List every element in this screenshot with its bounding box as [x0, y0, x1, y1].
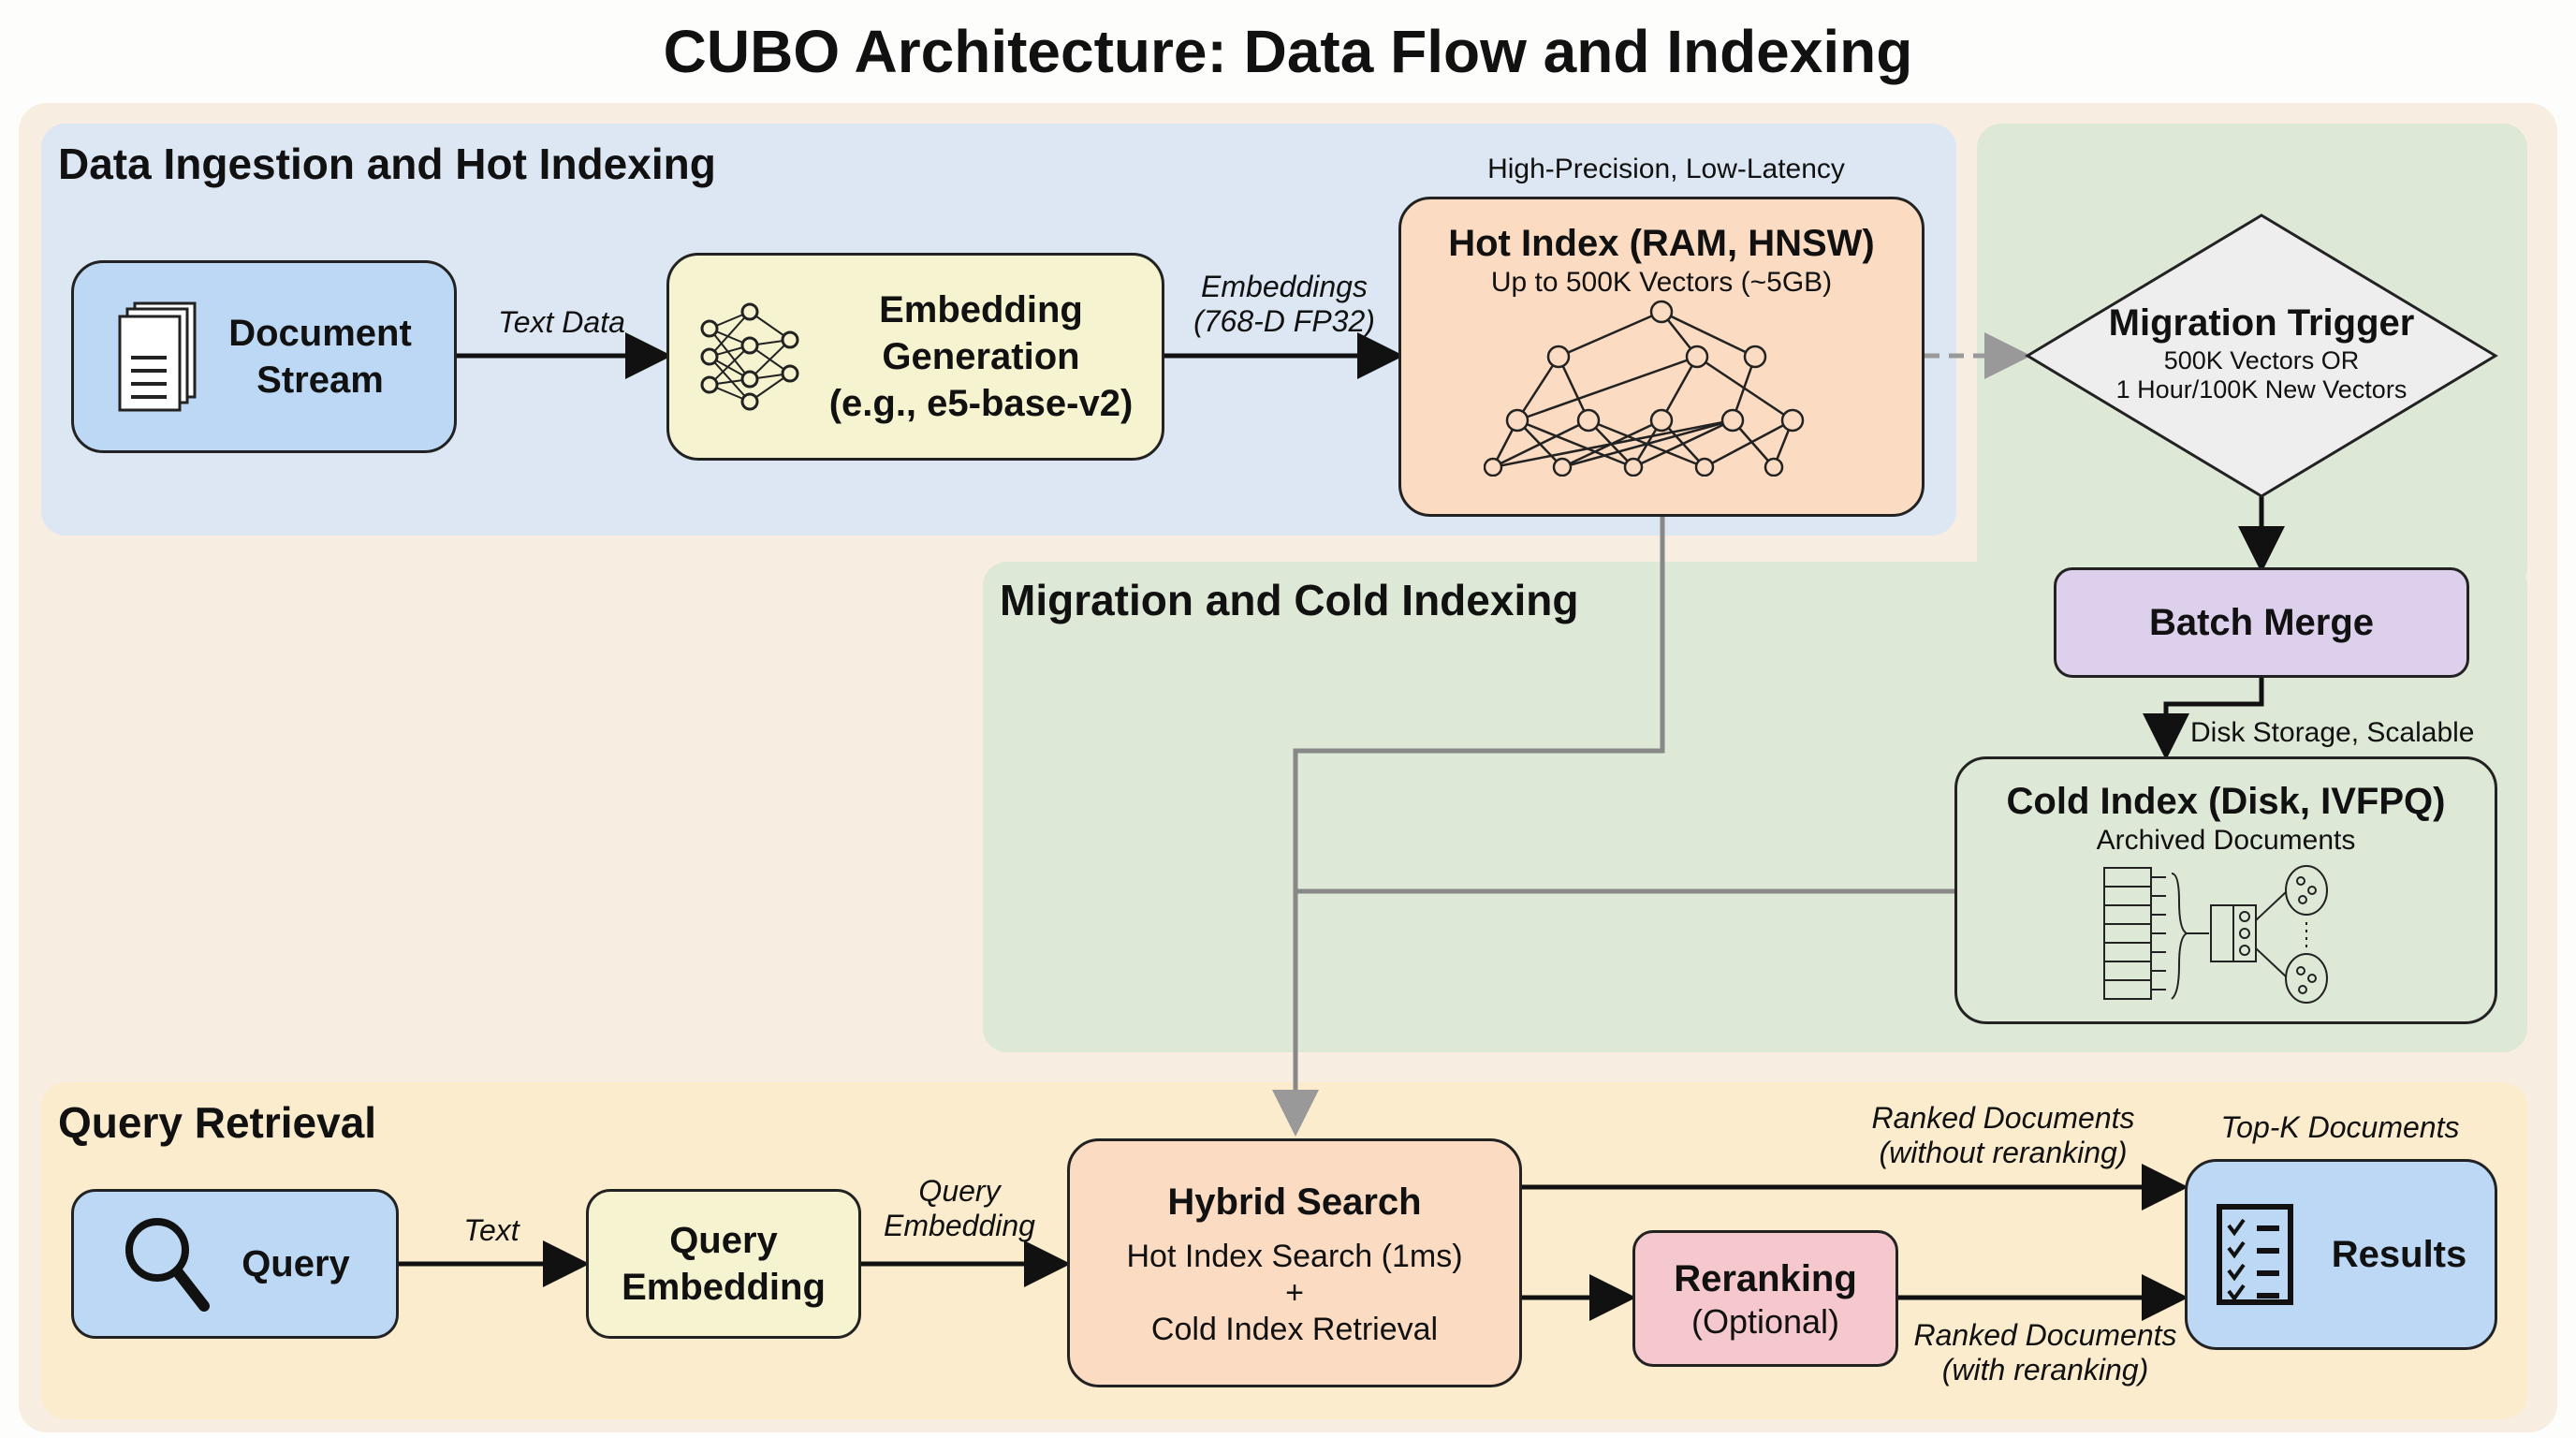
- edge-label-qe-line2: Embedding: [884, 1209, 1035, 1242]
- edge-label-text-data: Text Data: [498, 305, 625, 339]
- hot-index-subtitle: Up to 500K Vectors (~5GB): [1490, 267, 1833, 298]
- hnsw-graph-icon: [1484, 300, 1805, 477]
- magnifier-icon: [125, 1218, 211, 1312]
- edge-label-rw-line1: Ranked Documents: [1913, 1318, 2177, 1352]
- reranking-subtitle: (Optional): [1690, 1302, 1840, 1341]
- hybrid-search-title: Hybrid Search: [1167, 1181, 1422, 1223]
- node-query[interactable]: Query: [71, 1189, 399, 1339]
- edge-label-qe-line1: Query: [918, 1174, 1001, 1208]
- migration-trigger-line2: 1 Hour/100K New Vectors: [2115, 375, 2408, 404]
- node-document-stream[interactable]: Document Stream: [71, 260, 457, 453]
- node-results[interactable]: Results: [2185, 1159, 2497, 1350]
- query-embedding-label: Query Embedding: [622, 1217, 826, 1311]
- hot-index-note: High-Precision, Low-Latency: [1487, 154, 1845, 184]
- document-stream-label: Document Stream: [228, 313, 412, 401]
- diagram-title: CUBO Architecture: Data Flow and Indexin…: [663, 18, 1913, 85]
- neural-network-icon: [700, 302, 799, 411]
- batch-merge-label: Batch Merge: [2148, 602, 2375, 643]
- node-reranking[interactable]: Reranking (Optional): [1632, 1230, 1898, 1367]
- hybrid-search-line1: Hot Index Search (1ms): [1126, 1238, 1463, 1274]
- region-title-migration: Migration and Cold Indexing: [1000, 576, 1579, 624]
- node-hot-index[interactable]: Hot Index (RAM, HNSW) Up to 500K Vectors…: [1398, 197, 1925, 517]
- edge-label-query-embedding: Query Embedding: [861, 1174, 1058, 1243]
- edge-label-embeddings: Embeddings (768-D FP32): [1172, 270, 1397, 339]
- hot-index-title: Hot Index (RAM, HNSW): [1448, 223, 1875, 264]
- embedding-generation-line1: Embedding: [879, 289, 1083, 330]
- node-embedding-generation[interactable]: Embedding Generation (e.g., e5-base-v2): [666, 253, 1164, 461]
- query-embedding-line2: Embedding: [622, 1267, 826, 1308]
- hybrid-search-line2: Cold Index Retrieval: [1150, 1311, 1439, 1347]
- edge-label-rw-line2: (with reranking): [1941, 1353, 2149, 1387]
- embedding-generation-line2: Generation: [882, 336, 1080, 377]
- document-stack-icon: [118, 301, 197, 412]
- node-hybrid-search[interactable]: Hybrid Search Hot Index Search (1ms) + C…: [1067, 1138, 1522, 1387]
- edge-label-ranked-without: Ranked Documents (without reranking): [1816, 1101, 2190, 1170]
- node-migration-trigger[interactable]: Migration Trigger 500K Vectors OR 1 Hour…: [2050, 300, 2473, 404]
- cold-index-note: Disk Storage, Scalable: [2190, 717, 2475, 748]
- cold-index-title: Cold Index (Disk, IVFPQ): [2006, 781, 2446, 822]
- region-title-ingestion: Data Ingestion and Hot Indexing: [58, 139, 716, 188]
- results-label: Results: [2331, 1234, 2467, 1275]
- edge-label-text: Text: [463, 1213, 520, 1247]
- embedding-generation-label: Embedding Generation (e.g., e5-base-v2): [829, 286, 1134, 427]
- edge-label-rwo-line1: Ranked Documents: [1871, 1101, 2135, 1135]
- edge-label-embeddings-line1: Embeddings: [1201, 270, 1368, 303]
- embedding-generation-line3: (e.g., e5-base-v2): [828, 383, 1134, 424]
- cold-index-subtitle: Archived Documents: [2096, 825, 2356, 856]
- reranking-title: Reranking: [1674, 1258, 1857, 1299]
- query-embedding-line1: Query: [669, 1220, 778, 1261]
- node-query-embedding[interactable]: Query Embedding: [586, 1189, 861, 1339]
- node-cold-index[interactable]: Cold Index (Disk, IVFPQ) Archived Docume…: [1954, 756, 2497, 1024]
- ivfpq-icon: [2103, 865, 2328, 1004]
- edge-label-embeddings-line2: (768-D FP32): [1193, 304, 1375, 338]
- node-batch-merge[interactable]: Batch Merge: [2054, 567, 2469, 678]
- region-title-query: Query Retrieval: [58, 1098, 377, 1147]
- query-label: Query: [242, 1243, 350, 1284]
- checklist-icon: [2216, 1204, 2293, 1305]
- edge-label-ranked-with: Ranked Documents (with reranking): [1900, 1318, 2190, 1387]
- migration-trigger-title: Migration Trigger: [2108, 302, 2415, 344]
- edge-label-topk: Top-K Documents: [2220, 1110, 2460, 1144]
- hybrid-search-plus: +: [1285, 1274, 1304, 1311]
- migration-trigger-line1: 500K Vectors OR: [2163, 346, 2360, 374]
- edge-label-rwo-line2: (without reranking): [1879, 1136, 2128, 1169]
